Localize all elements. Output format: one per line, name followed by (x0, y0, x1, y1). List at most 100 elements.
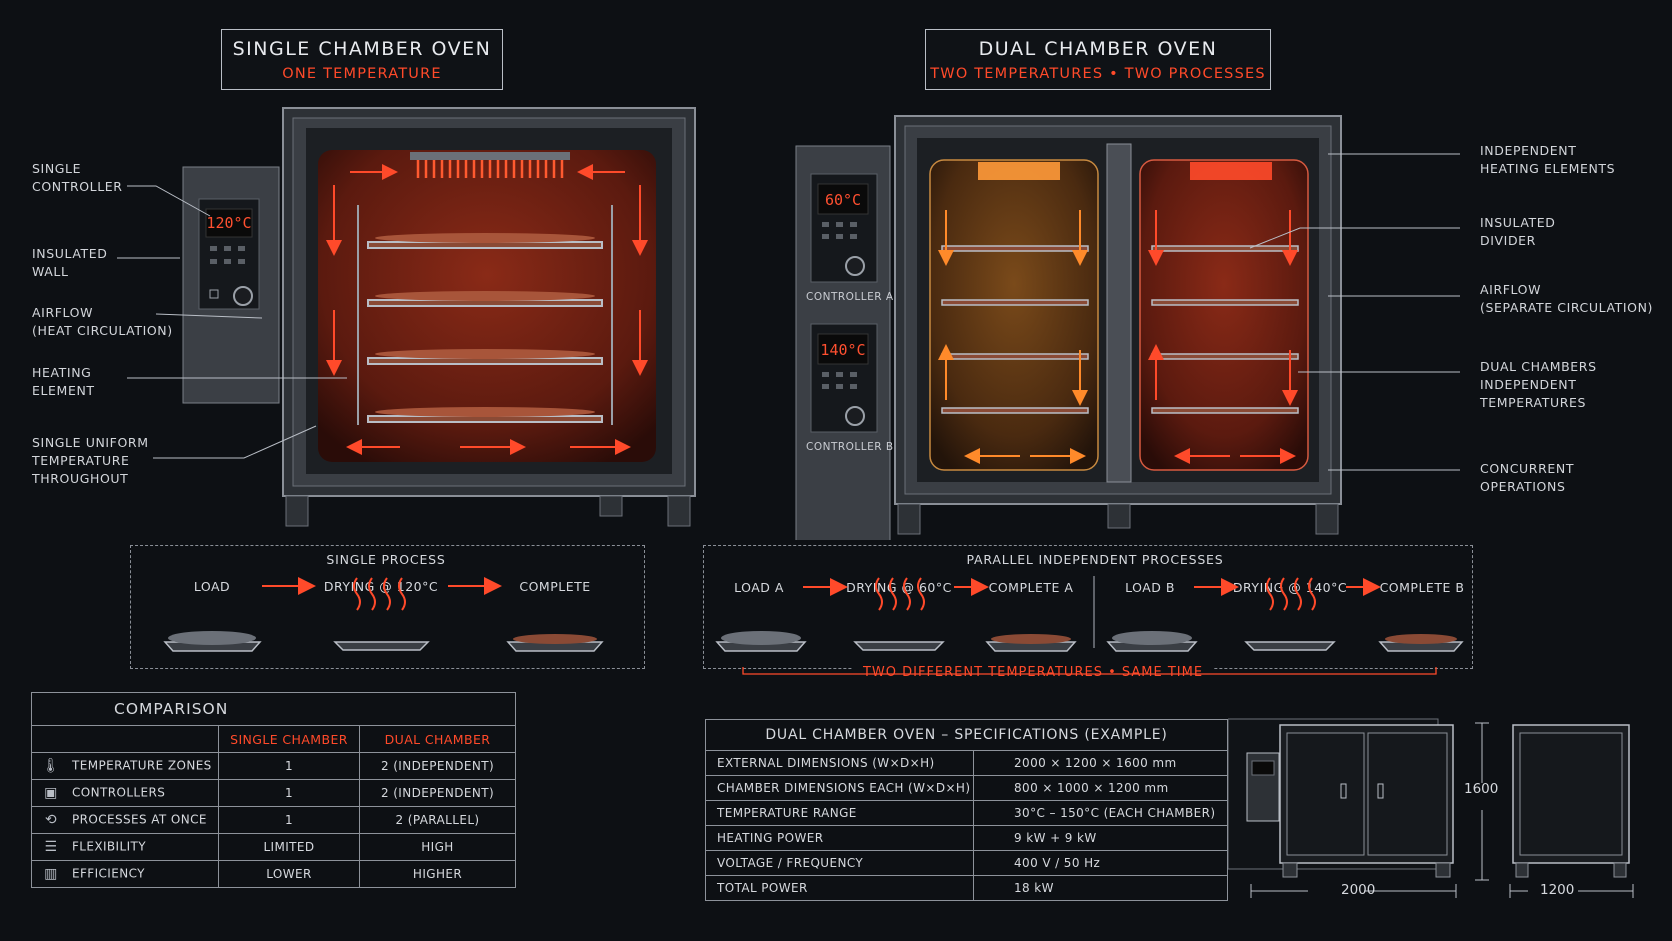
single-oven-title-box: SINGLE CHAMBER OVEN ONE TEMPERATURE (221, 29, 503, 90)
comparison-table: COMPARISON SINGLE CHAMBER DUAL CHAMBER 🌡… (31, 692, 516, 888)
row-single-value: 1 (218, 779, 360, 807)
header-dual-chamber: DUAL CHAMBER (359, 725, 516, 753)
table-row: ⟲ PROCESSES AT ONCE 1 2 (PARALLEL) (31, 806, 516, 834)
step-drying-b: DRYING @ 140°C (1232, 580, 1348, 595)
row-single-value: LIMITED (218, 833, 360, 861)
parallel-note: TWO DIFFERENT TEMPERATURES • SAME TIME (852, 665, 1214, 680)
row-label: PROCESSES AT ONCE (72, 812, 207, 827)
single-oven-subtitle: ONE TEMPERATURE (282, 66, 442, 82)
row-dual-value: HIGH (359, 833, 516, 861)
controller-a-label: CONTROLLER A (806, 291, 894, 303)
spec-value: 18 kW (973, 875, 1228, 901)
row-single-value: LOWER (218, 860, 360, 888)
dimension-depth: 1200 (1540, 882, 1575, 898)
spec-title: DUAL CHAMBER OVEN – SPECIFICATIONS (EXAM… (705, 719, 1228, 751)
spec-label: HEATING POWER (705, 825, 974, 851)
thermometer-icon: 🌡 (41, 758, 61, 774)
parallel-process-title: PARALLEL INDEPENDENT PROCESSES (966, 552, 1224, 567)
table-row: EXTERNAL DIMENSIONS (W×D×H)2000 × 1200 ×… (705, 750, 1228, 776)
controller-b-label: CONTROLLER B (806, 441, 894, 453)
row-label: CONTROLLERS (72, 785, 166, 800)
step-load-a: LOAD A (734, 580, 784, 595)
spec-value: 2000 × 1200 × 1600 mm (973, 750, 1228, 776)
spec-label: TOTAL POWER (705, 875, 974, 901)
table-row: ▥ EFFICIENCY LOWER HIGHER (31, 860, 516, 888)
row-single-value: 1 (218, 752, 360, 780)
dual-knob-b-icon (845, 406, 865, 426)
chamber-b-glow (1139, 159, 1309, 471)
single-trays (367, 241, 603, 423)
sliders-icon: ☰ (44, 839, 58, 855)
dimension-height: 1600 (1464, 781, 1499, 797)
dual-oven-title-box: DUAL CHAMBER OVEN TWO TEMPERATURES • TWO… (925, 29, 1271, 90)
single-process-title: SINGLE PROCESS (326, 552, 446, 567)
row-dual-value: 2 (INDEPENDENT) (359, 752, 516, 780)
single-step-load: LOAD (193, 579, 231, 594)
single-step-complete: COMPLETE (519, 579, 591, 594)
dual-oven-title: DUAL CHAMBER OVEN (978, 38, 1218, 60)
single-airflow-arrows (326, 164, 648, 455)
step-load-b: LOAD B (1125, 580, 1175, 595)
label-airflow-heat: AIRFLOW(HEAT CIRCULATION) (32, 305, 173, 338)
display-b: 140°C (820, 341, 866, 359)
insulated-divider (1106, 143, 1132, 483)
single-knob-icon (233, 286, 253, 306)
row-single-value: 1 (218, 806, 360, 834)
spec-value: 9 kW + 9 kW (973, 825, 1228, 851)
dual-oven-subtitle: TWO TEMPERATURES • TWO PROCESSES (930, 66, 1266, 82)
single-display: 120°C (206, 214, 252, 232)
process-flow-graphics (163, 576, 1464, 675)
spec-value: 30°C – 150°C (EACH CHAMBER) (973, 800, 1228, 826)
single-process-box (130, 545, 645, 669)
spec-label: TEMPERATURE RANGE (705, 800, 974, 826)
cycle-icon: ⟲ (44, 812, 58, 828)
dual-knob-a-icon (845, 256, 865, 276)
dual-oven-illustration (795, 115, 1460, 540)
spec-label: EXTERNAL DIMENSIONS (W×D×H) (705, 750, 974, 776)
spec-value: 400 V / 50 Hz (973, 850, 1228, 876)
step-complete-b: COMPLETE B (1379, 580, 1465, 595)
dimension-drawings (1228, 718, 1634, 898)
step-drying-a: DRYING @ 60°C (846, 580, 952, 595)
row-label: EFFICIENCY (72, 866, 145, 881)
single-heating-element (416, 160, 564, 178)
chamber-a-glow (929, 159, 1099, 471)
table-row: 🌡 TEMPERATURE ZONES 1 2 (INDEPENDENT) (31, 752, 516, 780)
controller-icon: ▣ (44, 785, 58, 801)
dimension-width: 2000 (1341, 882, 1376, 898)
table-row: ▣ CONTROLLERS 1 2 (INDEPENDENT) (31, 779, 516, 807)
table-row: CHAMBER DIMENSIONS EACH (W×D×H)800 × 100… (705, 775, 1228, 801)
header-single-chamber: SINGLE CHAMBER (218, 725, 360, 753)
bar-chart-icon: ▥ (44, 866, 58, 882)
spec-label: CHAMBER DIMENSIONS EACH (W×D×H) (705, 775, 974, 801)
spec-table: DUAL CHAMBER OVEN – SPECIFICATIONS (EXAM… (705, 719, 1228, 901)
row-dual-value: 2 (PARALLEL) (359, 806, 516, 834)
row-dual-value: 2 (INDEPENDENT) (359, 779, 516, 807)
spec-value: 800 × 1000 × 1200 mm (973, 775, 1228, 801)
comparison-header-empty (31, 725, 219, 753)
comparison-title: COMPARISON (31, 692, 516, 726)
display-a: 60°C (824, 191, 862, 209)
single-oven-illustration (117, 107, 696, 527)
spec-label: VOLTAGE / FREQUENCY (705, 850, 974, 876)
row-label: FLEXIBILITY (72, 839, 146, 854)
table-row: ☰ FLEXIBILITY LIMITED HIGH (31, 833, 516, 861)
single-step-drying: DRYING @ 120°C (323, 579, 439, 594)
label-separate-airflow: AIRFLOW(SEPARATE CIRCULATION) (1480, 282, 1654, 315)
row-label: TEMPERATURE ZONES (72, 758, 212, 773)
single-oven-title: SINGLE CHAMBER OVEN (232, 38, 492, 60)
step-complete-a: COMPLETE A (988, 580, 1074, 595)
row-dual-value: HIGHER (359, 860, 516, 888)
